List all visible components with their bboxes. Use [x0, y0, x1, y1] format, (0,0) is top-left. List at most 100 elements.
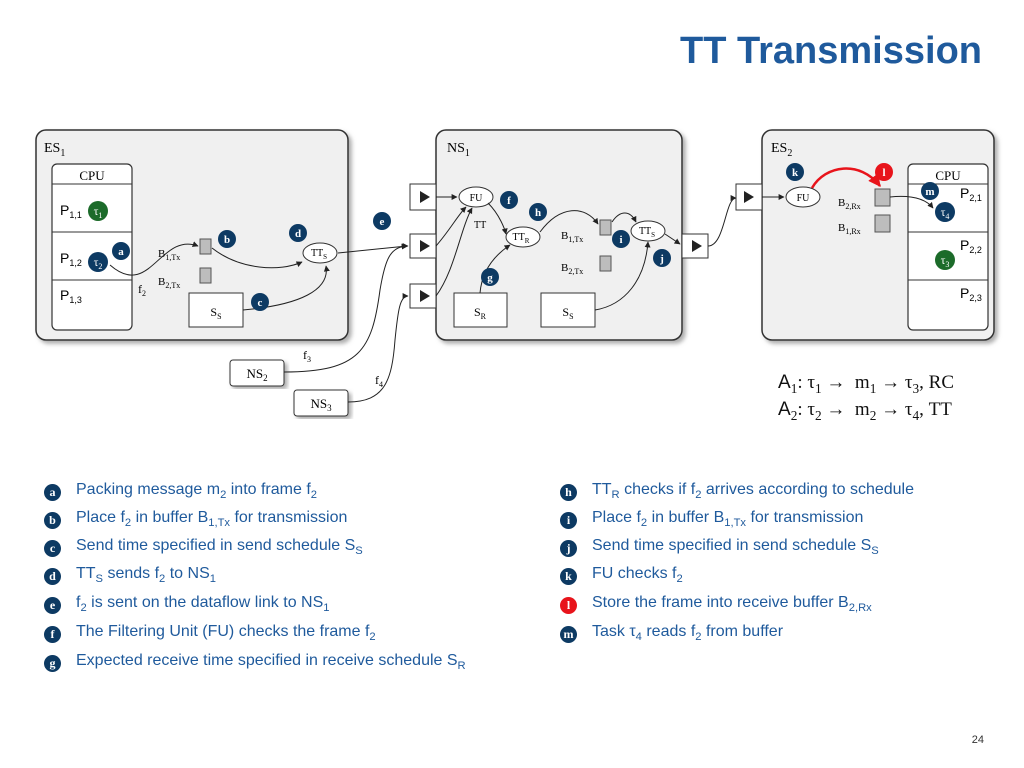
marker-m: [921, 182, 939, 200]
step-badge-e: e: [44, 597, 61, 614]
task-tau4: [935, 202, 955, 222]
store-arrow: [810, 167, 881, 189]
p12-label: P1,2: [60, 250, 82, 268]
ns1-buffer-b1tx: [599, 219, 612, 236]
svg-text:B1,Tx: B1,Tx: [561, 230, 583, 244]
equation-a2: A2: τ2 → m2 → τ4, TT: [778, 399, 952, 423]
marker-e: [373, 212, 391, 230]
svg-text:NS2: NS2: [246, 366, 267, 383]
es1-label: ES1: [44, 141, 65, 159]
svg-text:τ4: τ4: [941, 205, 950, 221]
ns1-node: NS1 FU TT TTR B1,Tx B2,Tx TTS SR SS: [409, 129, 709, 341]
step-i-text: Place f2 in buffer B1,Tx for transmissio…: [592, 509, 864, 530]
svg-text:FU: FU: [797, 193, 811, 204]
step-g-text: Expected receive time specified in recei…: [76, 652, 466, 673]
svg-text:i: i: [619, 234, 622, 246]
svg-text:SR: SR: [474, 305, 487, 321]
ns1-ttr: [505, 226, 541, 248]
equation-a1: A1: τ1 → m1 → τ3, RC: [778, 372, 955, 396]
es1-b1tx-label: B1,Tx: [158, 248, 180, 262]
svg-text:g: g: [487, 272, 493, 284]
svg-text:NS3: NS3: [310, 396, 332, 413]
diagram-markers: a b c d e f g h i j k l m: [112, 163, 939, 311]
es1-tts: [302, 242, 338, 264]
ns1-send-schedule: [540, 292, 596, 328]
ns1-tts: [630, 220, 666, 242]
svg-text:m: m: [925, 186, 934, 198]
es1-cpu-label: CPU: [79, 168, 105, 183]
page-number: 24: [971, 734, 984, 746]
marker-l: [875, 163, 893, 181]
marker-c: [251, 293, 269, 311]
step-badge-j: j: [560, 540, 577, 557]
es1-b2tx-label: B2,Tx: [158, 276, 180, 290]
step-j-text: Send time specified in send schedule SS: [592, 537, 879, 558]
marker-g: [481, 268, 499, 286]
ns1-label: NS1: [447, 141, 470, 159]
marker-k: [786, 163, 804, 181]
svg-text:P2,1: P2,1: [960, 185, 982, 203]
step-h-text: TTR checks if f2 arrives according to sc…: [592, 481, 915, 502]
svg-text:τ2: τ2: [94, 255, 103, 271]
step-badge-a: a: [44, 484, 61, 501]
svg-text:B1,Rx: B1,Rx: [838, 222, 861, 236]
svg-text:SS: SS: [562, 305, 573, 321]
svg-text:j: j: [659, 253, 664, 265]
step-k-text: FU checks f2: [592, 565, 683, 586]
marker-d: [289, 224, 307, 242]
es2-buffer-b2rx: [874, 188, 891, 207]
task-tau1: [88, 201, 108, 221]
es1-cpu: [51, 163, 133, 331]
svg-text:k: k: [792, 167, 799, 179]
svg-text:τ1: τ1: [94, 204, 103, 220]
marker-j: [653, 249, 671, 267]
svg-text:b: b: [224, 234, 230, 246]
svg-text:TTS: TTS: [639, 226, 655, 239]
ns2-node: NS2 f3: [229, 243, 409, 387]
marker-h: [529, 203, 547, 221]
step-badge-k: k: [560, 568, 577, 585]
svg-text:h: h: [535, 207, 541, 219]
es2-node: ES2 FU B2,Rx B1,Rx CPU P2,1 P2,2 P2,3 τ4…: [735, 129, 995, 341]
p13-label: P1,3: [60, 287, 82, 305]
task-tau3: [935, 250, 955, 270]
step-badge-f: f: [44, 626, 61, 643]
svg-text:f3: f3: [303, 348, 311, 364]
step-badge-l: l: [560, 597, 577, 614]
svg-text:a: a: [118, 246, 124, 258]
step-c-text: Send time specified in send schedule SS: [76, 537, 363, 558]
svg-text:B2,Rx: B2,Rx: [838, 197, 861, 211]
marker-a: [112, 242, 130, 260]
es2-fu: [785, 186, 821, 208]
step-badge-d: d: [44, 568, 61, 585]
step-d-text: TTS sends f2 to NS1: [76, 565, 216, 586]
marker-f: [500, 191, 518, 209]
svg-text:f4: f4: [375, 373, 383, 389]
es1-buffer-b1tx: [199, 238, 212, 255]
svg-text:CPU: CPU: [935, 168, 961, 183]
svg-text:f: f: [507, 195, 511, 207]
svg-text:SS: SS: [210, 305, 221, 321]
es1-f2-label: f2: [138, 282, 146, 298]
svg-text:B2,Tx: B2,Tx: [561, 262, 583, 276]
svg-text:P2,2: P2,2: [960, 237, 982, 255]
es1-buffer-b2tx: [199, 267, 212, 284]
step-b-text: Place f2 in buffer B1,Tx for transmissio…: [76, 509, 348, 530]
step-a-text: Packing message m2 into frame f2: [76, 481, 318, 502]
svg-text:d: d: [295, 228, 301, 240]
ns3-node: NS3 f4: [293, 293, 409, 417]
step-badge-b: b: [44, 512, 61, 529]
marker-i: [612, 230, 630, 248]
svg-text:TTR: TTR: [513, 232, 530, 245]
marker-b: [218, 230, 236, 248]
ns1-buffer-b2tx: [599, 255, 612, 272]
step-badge-g: g: [44, 655, 61, 672]
step-f-text: The Filtering Unit (FU) checks the frame…: [76, 623, 376, 644]
es1-node: ES1 CPU P1,1 P1,2 P1,3 τ1 τ2 B1,Tx B2,Tx…: [35, 129, 408, 341]
svg-text:l: l: [882, 167, 885, 179]
step-badge-m: m: [560, 626, 577, 643]
step-e-text: f2 is sent on the dataflow link to NS1: [76, 594, 330, 615]
task-tau2: [88, 252, 108, 272]
svg-text:c: c: [258, 297, 263, 309]
